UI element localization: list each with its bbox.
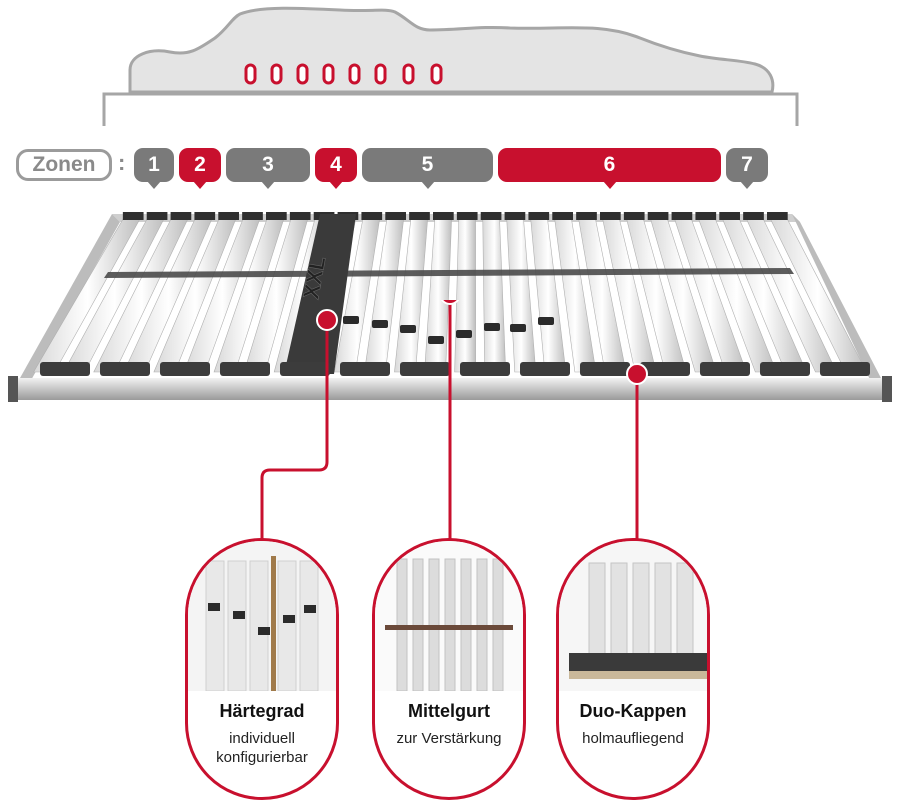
- hardness-regulators: [343, 316, 554, 344]
- slat-back-cap: [504, 212, 526, 220]
- slat-back-cap: [647, 212, 669, 220]
- duo-cap: [640, 362, 690, 376]
- slat-back-cap: [528, 212, 550, 220]
- frame-front-cap-left: [8, 376, 18, 402]
- zones-label: Zonen: [16, 149, 112, 181]
- zone-7-badge: 7: [726, 148, 768, 189]
- slat-back-cap: [433, 212, 454, 220]
- feature-desc-haertegrad: individuell konfigurierbar: [188, 729, 336, 767]
- feature-desc-haertegrad-line2: konfigurierbar: [216, 749, 308, 766]
- feature-card-haertegrad: Härtegrad individuell konfigurierbar: [185, 538, 339, 800]
- feature-desc-mittelgurt-line1: zur Verstärkung: [396, 730, 502, 747]
- feature-title-mittelgurt: Mittelgurt: [408, 701, 490, 721]
- body-silhouette-illustration: [102, 6, 799, 126]
- zone-3-badge: 3: [226, 148, 310, 189]
- slat-back-cap: [170, 212, 192, 220]
- zone-1-badge: 1: [134, 148, 174, 189]
- feature-card-mittelgurt: Mittelgurt zur Verstärkung: [372, 538, 526, 800]
- slat-back-cap: [576, 212, 597, 220]
- connector-line-haertegrad: [260, 320, 329, 540]
- slat-back-cap: [266, 212, 287, 220]
- slat-back-cap: [146, 212, 168, 220]
- zone-5-badge: 5: [362, 148, 493, 189]
- middle-strap: [104, 268, 794, 278]
- slat-back-cap: [385, 212, 406, 220]
- slat-back-cap: [600, 212, 621, 220]
- slat-back-cap: [194, 212, 216, 220]
- slatted-frame-illustration: XXL: [8, 212, 892, 402]
- marker-dot-haertegrad: [316, 309, 338, 331]
- zone-4-badge: 4: [315, 148, 357, 189]
- duo-cap: [220, 362, 270, 376]
- feature-title-duo-kappen: Duo-Kappen: [579, 701, 687, 721]
- duo-cap: [760, 362, 810, 376]
- slat-back-cap: [552, 212, 573, 220]
- zones-colon: :: [118, 150, 126, 175]
- zone-2-badge: 2: [179, 148, 221, 189]
- mittelgurt-detail-image: [375, 541, 523, 691]
- body-silhouette-shape: [128, 6, 775, 94]
- slat-back-cap: [743, 212, 764, 220]
- marker-dot-mittelgurt: [440, 300, 460, 305]
- duo-cap: [580, 362, 630, 376]
- feature-desc-haertegrad-line1: individuell: [229, 730, 295, 747]
- marker-dot-duo-kappen: [626, 363, 648, 385]
- slat-back-cap: [361, 212, 383, 220]
- slat-back-cap: [671, 212, 693, 220]
- slat-back-cap: [409, 212, 430, 220]
- duo-cap: [40, 362, 90, 376]
- pressure-points: [244, 63, 443, 85]
- duo-kappen-detail-image: [559, 541, 707, 691]
- duo-cap: [160, 362, 210, 376]
- slat-back-cap: [242, 212, 263, 220]
- zone-6-badge: 6: [498, 148, 721, 189]
- feature-title-haertegrad: Härtegrad: [219, 701, 305, 721]
- slat-back-cap: [695, 212, 717, 220]
- slat-back-cap: [122, 212, 144, 220]
- feature-desc-duo-kappen-line1: holmaufliegend: [582, 730, 684, 747]
- duo-caps-row: [40, 362, 870, 376]
- duo-cap: [460, 362, 510, 376]
- haertegrad-detail-image: [188, 541, 336, 691]
- xxl-slat-marking: XXL: [298, 254, 330, 300]
- feature-desc-duo-kappen: holmaufliegend: [559, 729, 707, 748]
- mattress-outline: [102, 92, 799, 126]
- duo-cap: [340, 362, 390, 376]
- slat-back-cap: [218, 212, 239, 220]
- slat-back-cap: [289, 212, 311, 220]
- duo-cap: [100, 362, 150, 376]
- duo-cap: [700, 362, 750, 376]
- slat-back-cap: [767, 212, 788, 220]
- duo-cap: [520, 362, 570, 376]
- feature-desc-mittelgurt: zur Verstärkung: [375, 729, 523, 748]
- slat-back-cap: [480, 212, 502, 220]
- frame-right-rail: [792, 214, 882, 384]
- slat-back-cap: [719, 212, 740, 220]
- feature-card-duo-kappen: Duo-Kappen holmaufliegend: [556, 538, 710, 800]
- connector-lines: [260, 300, 648, 540]
- duo-cap: [820, 362, 870, 376]
- slat-back-cap: [623, 212, 645, 220]
- slat-back-cap: [456, 212, 478, 220]
- frame-front-cap-right: [882, 376, 892, 402]
- frame-left-rail: [20, 214, 120, 382]
- duo-cap: [400, 362, 450, 376]
- xxl-reinforced-slat: [284, 214, 356, 374]
- duo-cap: [280, 362, 330, 376]
